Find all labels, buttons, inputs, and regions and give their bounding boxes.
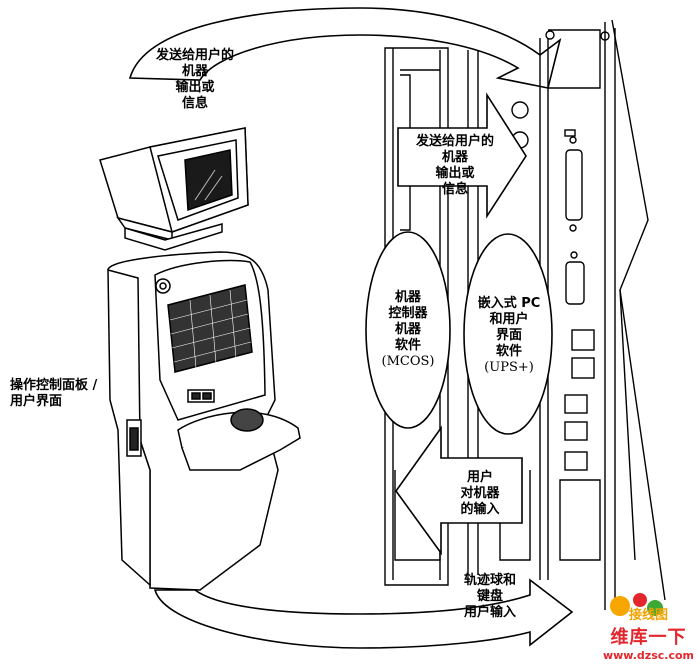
ups-line-1: 嵌入式 PC [477,296,541,311]
watermark: 接线图 维库一下 www.dzsc.com [603,604,694,662]
mcos-ellipse [365,231,451,429]
mcos-line-1: 机器 [394,290,421,305]
user-input-arrow [395,425,523,556]
bottom-input-arrow [153,578,574,649]
ups-label: 嵌入式 PC 和用户 界面 软件 (UPS+) [466,296,552,376]
mid-output-line-3: 输出或 [435,166,475,181]
ups-ellipse [463,233,553,435]
operator-panel-line-2: 用户界面 [10,394,63,409]
top-output-arrow [128,7,562,89]
ups-line-3: 界面 [495,328,522,343]
mcos-line-5: (MCOS) [381,354,435,369]
watermark-url: www.dzsc.com [602,649,694,662]
mid-output-line-2: 机器 [441,150,468,165]
watermark-name: 维库一下 [610,627,687,648]
user-input-line-1: 用户 [466,470,493,485]
trackball-line-2: 键盘 [476,589,503,604]
top-output-line-1: 发送给用户的 [155,48,234,63]
mid-output-label: 发送给用户的 机器 输出或 信息 [400,134,510,198]
user-input-label: 用户 对机器 的输入 [440,470,520,518]
top-output-line-3: 输出或 [175,80,215,95]
top-output-line-2: 机器 [181,64,208,79]
mid-output-line-1: 发送给用户的 [415,134,494,149]
trackball-label: 轨迹球和 键盘 用户输入 [445,573,535,621]
ups-line-2: 和用户 [489,312,529,327]
mcos-label: 机器 控制器 机器 软件 (MCOS) [370,290,446,370]
user-input-line-3: 的输入 [460,502,500,517]
top-output-line-4: 信息 [181,96,208,111]
operator-panel-label: 操作控制面板 / 用户界面 [10,378,122,410]
trackball-line-3: 用户输入 [463,605,516,620]
mid-output-line-4: 信息 [441,182,468,197]
ups-line-4: 软件 [495,344,522,359]
trackball-line-1: 轨迹球和 [463,573,516,588]
ups-line-5: (UPS+) [484,360,534,375]
watermark-tag: 接线图 [628,608,668,623]
mcos-line-4: 软件 [394,338,421,353]
operator-panel-line-1: 操作控制面板 / [10,378,98,393]
operator-kiosk [107,251,301,591]
crt-monitor [99,127,249,251]
top-output-label: 发送给用户的 机器 输出或 信息 [140,48,250,112]
watermark-logo [610,593,663,616]
mcos-line-3: 机器 [394,322,421,337]
user-input-line-2: 对机器 [460,486,500,501]
mid-output-arrow [397,92,527,219]
mcos-line-2: 控制器 [388,306,428,321]
